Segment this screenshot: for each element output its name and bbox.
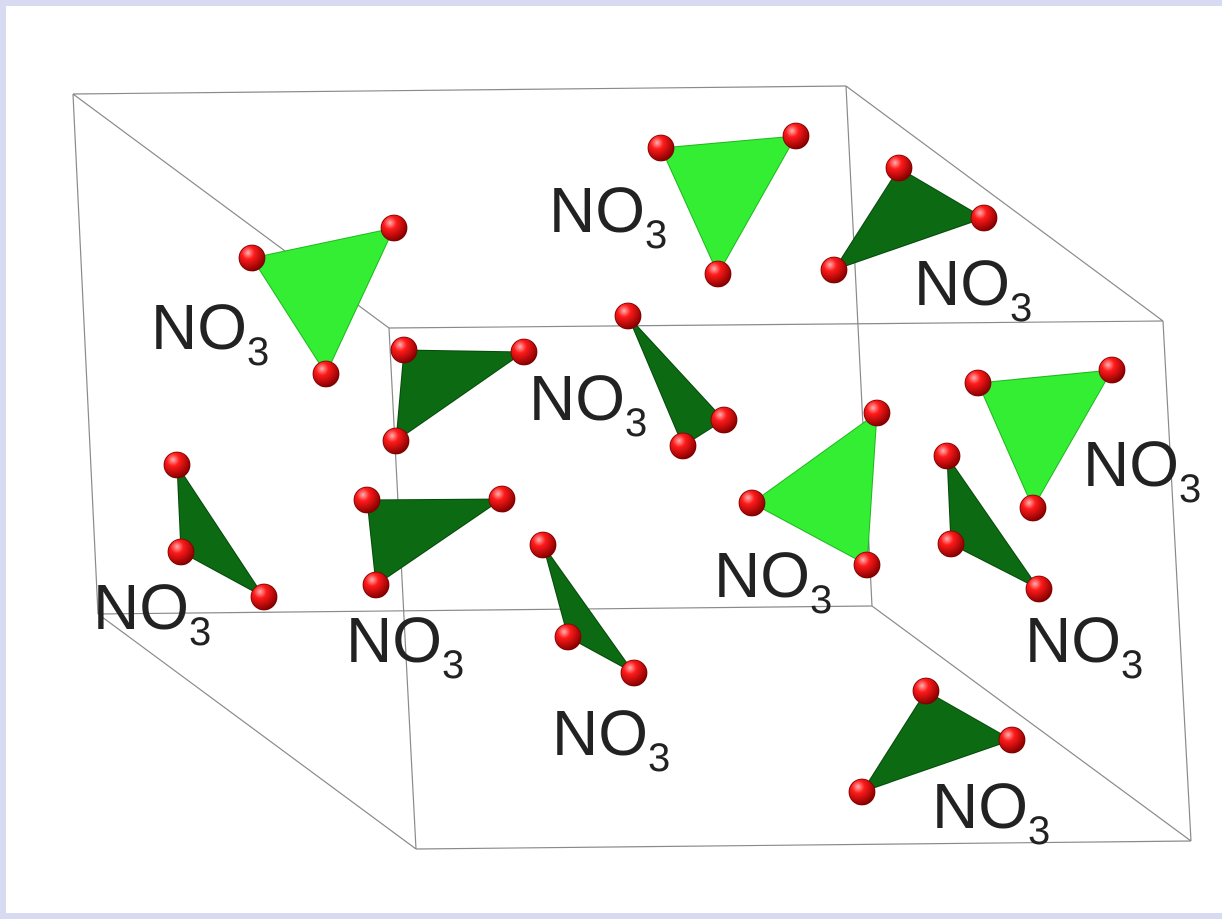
oxygen-atom — [704, 260, 732, 288]
cell-edge — [97, 605, 873, 615]
cell-edge — [871, 605, 1192, 842]
oxygen-atom — [238, 244, 266, 272]
no3-label: NO3 — [1025, 604, 1143, 687]
oxygen-atom — [390, 336, 418, 364]
nitrate-units — [163, 122, 1126, 806]
oxygen-atom — [863, 399, 891, 427]
cell-edge — [388, 327, 417, 850]
oxygen-atom — [163, 451, 191, 479]
oxygen-atom — [167, 538, 195, 566]
oxygen-atom — [380, 214, 408, 242]
oxygen-atom — [848, 778, 876, 806]
oxygen-atom — [998, 726, 1026, 754]
no3-label: NO3 — [914, 247, 1032, 330]
oxygen-atom — [964, 369, 992, 397]
nitrate-unit — [529, 531, 648, 687]
nitrate-triangle-dark — [542, 544, 635, 674]
nitrate-triangle-light — [751, 411, 878, 566]
nitrate-unit — [614, 302, 738, 460]
nitrate-triangle-dark — [176, 463, 265, 598]
nitrate-triangle-dark — [946, 454, 1040, 590]
no3-label: NO3 — [549, 174, 667, 257]
crystal-structure-diagram: NO3 NO3 NO3 NO3 NO3 NO3 NO3 NO3 NO3 NO3 … — [72, 85, 1201, 853]
nitrate-triangle-light — [251, 227, 395, 376]
no3-label: NO3 — [714, 539, 832, 622]
nitrate-unit — [820, 154, 998, 284]
no3-label: NO3 — [529, 362, 647, 445]
nitrate-unit — [848, 677, 1026, 806]
nitrate-triangle-dark — [395, 349, 526, 443]
no3-label: NO3 — [151, 291, 269, 374]
oxygen-atom — [820, 256, 848, 284]
oxygen-atom — [853, 551, 881, 579]
no3-label: NO3 — [346, 604, 464, 687]
oxygen-atom — [362, 571, 390, 599]
cell-edge — [388, 320, 1164, 329]
no3-label: NO3 — [552, 697, 670, 780]
oxygen-atom — [937, 530, 965, 558]
formula-labels: NO3 NO3 NO3 NO3 NO3 NO3 NO3 NO3 NO3 NO3 … — [93, 174, 1201, 853]
oxygen-atom — [970, 204, 998, 232]
cell-edge — [1162, 320, 1192, 842]
no3-label: NO3 — [1083, 428, 1201, 511]
oxygen-atom — [312, 360, 340, 388]
oxygen-atom — [738, 489, 766, 517]
oxygen-atom — [488, 485, 516, 513]
nitrate-unit — [933, 442, 1053, 603]
nitrate-unit — [647, 122, 810, 288]
nitrate-unit — [353, 485, 516, 599]
nitrate-unit — [964, 356, 1126, 522]
oxygen-atom — [782, 122, 810, 150]
oxygen-atom — [529, 531, 557, 559]
oxygen-atom — [382, 427, 410, 455]
oxygen-atom — [353, 486, 381, 514]
oxygen-atom — [669, 432, 697, 460]
oxygen-atom — [1025, 575, 1053, 603]
oxygen-atom — [510, 338, 538, 366]
oxygen-atom — [620, 659, 648, 687]
oxygen-atom — [647, 134, 675, 162]
oxygen-atom — [1098, 356, 1126, 384]
no3-label: NO3 — [93, 571, 211, 654]
oxygen-atom — [250, 583, 278, 611]
nitrate-triangle-light — [660, 135, 797, 276]
oxygen-atom — [710, 406, 738, 434]
oxygen-atom — [885, 154, 913, 182]
cell-edge — [97, 613, 417, 850]
no3-label: NO3 — [932, 770, 1050, 853]
unit-cell-box — [72, 85, 1192, 850]
nitrate-unit — [382, 336, 538, 455]
oxygen-atom — [1019, 494, 1047, 522]
nitrate-unit — [738, 399, 891, 579]
oxygen-atom — [614, 302, 642, 330]
cell-edge — [72, 93, 99, 615]
cell-edge — [415, 840, 1192, 850]
nitrate-unit — [238, 214, 408, 388]
cell-edge — [72, 85, 847, 95]
nitrate-unit — [163, 451, 278, 611]
nitrate-triangle-dark — [860, 690, 1014, 793]
oxygen-atom — [554, 623, 582, 651]
nitrate-triangle-dark — [627, 315, 725, 447]
oxygen-atom — [912, 677, 940, 705]
oxygen-atom — [933, 442, 961, 470]
nitrate-triangle-dark — [832, 167, 986, 271]
nitrate-triangle-dark — [366, 498, 504, 586]
cell-edge — [845, 85, 1164, 322]
nitrate-triangle-light — [977, 369, 1113, 510]
